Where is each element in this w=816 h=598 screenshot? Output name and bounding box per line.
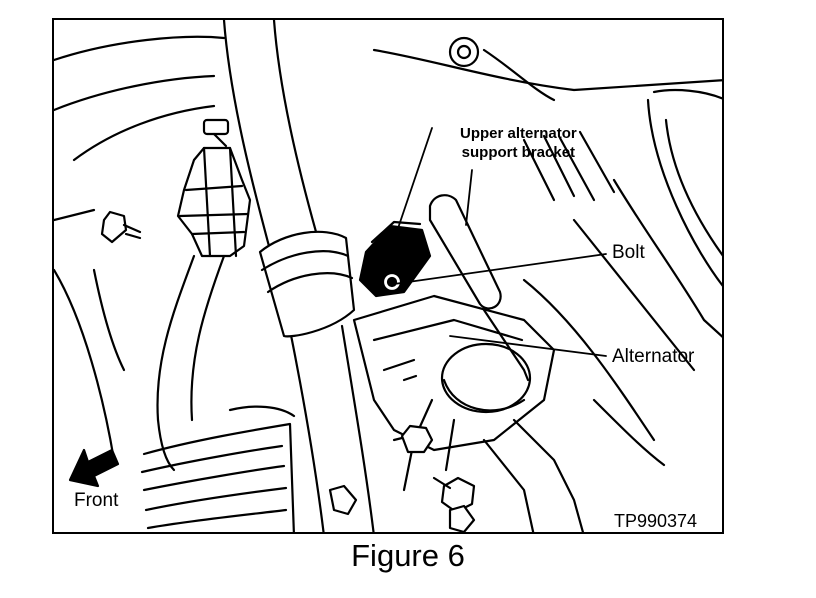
hose-connector xyxy=(176,118,252,258)
alternator-callout: Alternator xyxy=(612,346,695,367)
figure-caption: Figure 6 xyxy=(351,538,465,573)
left-panel-lines xyxy=(54,268,126,462)
callout-leaders xyxy=(391,127,607,357)
bolt-callout: Bolt xyxy=(612,242,645,263)
radiator-hose xyxy=(222,20,375,532)
lower-bolts xyxy=(328,424,476,532)
engine-cover xyxy=(522,88,722,467)
bracket-callout-line2: support bracket xyxy=(461,144,576,161)
support-bracket xyxy=(358,220,432,298)
figure-frame: Upper alternator support bracket Bolt Al… xyxy=(52,18,724,534)
stud-bolt xyxy=(100,210,142,244)
bracket-callout-line1: Upper alternator xyxy=(460,125,577,142)
engine-bay-illustration xyxy=(54,20,722,532)
air-duct xyxy=(140,405,296,532)
part-number: TP990374 xyxy=(614,511,698,531)
front-label: Front xyxy=(74,490,119,511)
upper-body-panel xyxy=(54,35,722,222)
front-arrow-icon xyxy=(68,448,120,488)
grommet xyxy=(448,36,480,68)
bracket-callout: Upper alternator support bracket xyxy=(460,124,577,162)
hose-clamp xyxy=(258,230,356,338)
adjuster-arm xyxy=(428,194,530,382)
